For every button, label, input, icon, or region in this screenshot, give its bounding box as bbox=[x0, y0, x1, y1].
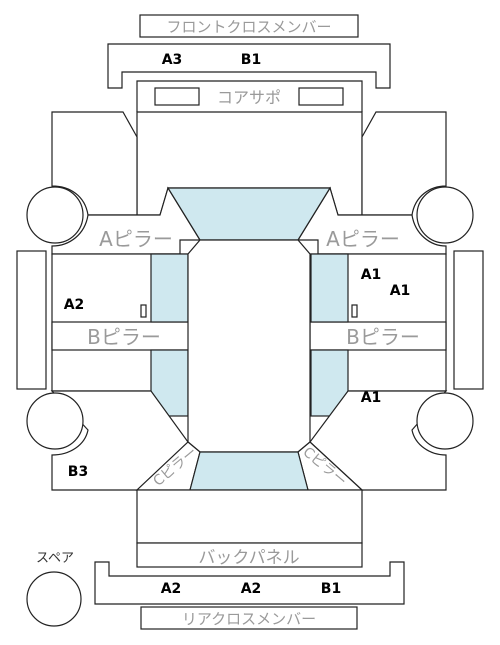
rear-window bbox=[189, 451, 309, 491]
a-pillar-left-label: Aピラー bbox=[99, 227, 173, 251]
b-pillar-left-band bbox=[51, 321, 191, 351]
front-right-wheel bbox=[416, 186, 474, 244]
rear-cross-member-label: リアクロスメンバー bbox=[182, 610, 316, 628]
front-cross-member-label: フロントクロスメンバー bbox=[166, 18, 331, 36]
front-left-fender bbox=[51, 111, 138, 216]
spare-label: スペア bbox=[36, 551, 74, 566]
grade-right-front-lower: A1 bbox=[390, 283, 411, 299]
grade-right-front-upper: A1 bbox=[361, 267, 382, 283]
front-left-wheel bbox=[26, 186, 84, 244]
rear-right-wheel bbox=[416, 392, 474, 450]
left-front-window bbox=[150, 253, 189, 323]
front-grade-a3: A3 bbox=[162, 52, 183, 68]
rear-cross-member-box bbox=[140, 606, 358, 630]
grade-left-front: A2 bbox=[64, 297, 85, 313]
a-pillar-right-label: Aピラー bbox=[326, 227, 400, 251]
rear-bracket bbox=[94, 561, 405, 605]
trunk-area bbox=[136, 489, 363, 544]
right-front-door-handle bbox=[351, 304, 358, 318]
roof bbox=[187, 239, 311, 453]
rear-grade-3: B1 bbox=[321, 581, 341, 597]
back-panel-label: バックパネル bbox=[198, 548, 299, 568]
b-pillar-right-label: Bピラー bbox=[346, 325, 420, 349]
front-right-fender bbox=[361, 111, 447, 216]
core-support-label: コアサポ bbox=[217, 88, 281, 107]
grade-left-rear: B3 bbox=[68, 464, 88, 480]
front-cross-member-box bbox=[139, 14, 359, 38]
core-support-right-slot bbox=[298, 87, 344, 106]
rear-grade-2: A2 bbox=[241, 581, 262, 597]
grade-right-rear: A1 bbox=[361, 390, 382, 406]
spare-tire bbox=[26, 571, 82, 627]
front-bracket bbox=[107, 43, 391, 89]
back-panel-box bbox=[136, 542, 363, 568]
front-grade-b1: B1 bbox=[241, 52, 261, 68]
left-front-door-handle bbox=[140, 304, 147, 318]
rear-grade-1: A2 bbox=[161, 581, 182, 597]
core-support-left-slot bbox=[154, 87, 200, 106]
right-front-window bbox=[310, 253, 349, 323]
right-side-step bbox=[453, 250, 484, 390]
rear-left-wheel bbox=[26, 392, 84, 450]
left-side-step bbox=[16, 250, 47, 390]
b-pillar-left-label: Bピラー bbox=[87, 325, 161, 349]
